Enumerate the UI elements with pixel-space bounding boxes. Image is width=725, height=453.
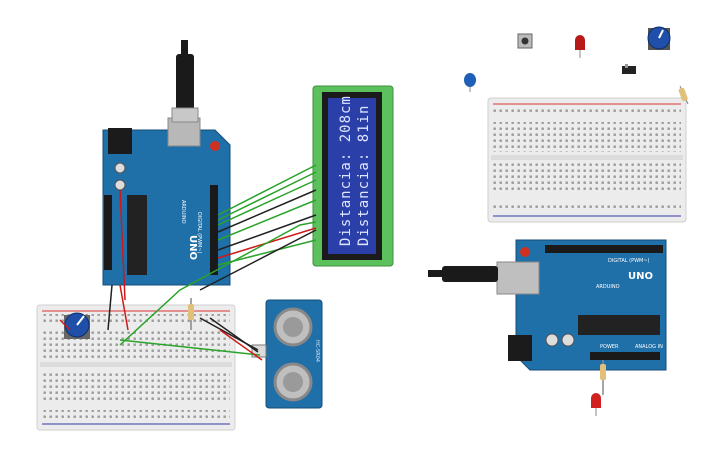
arduino-right-brand: ARDUINO xyxy=(596,284,620,290)
pushbutton-icon[interactable] xyxy=(517,33,533,49)
arduino-right-pin-label: DIGITAL (PWM~) xyxy=(608,258,650,264)
resistor-icon[interactable] xyxy=(188,298,194,330)
led-icon[interactable] xyxy=(575,35,585,58)
arduino-uno-left[interactable]: UNO DIGITAL (PWM~) ARDUINO xyxy=(102,117,231,286)
arduino-uno-right[interactable]: UNO ARDUINO DIGITAL (PWM~) POWER ANALOG … xyxy=(496,239,667,371)
lcd-display: Distancia: 208cm Distancia: 81in xyxy=(312,85,394,267)
led-icon[interactable] xyxy=(591,393,601,416)
ultrasonic-sensor[interactable]: HC-SR04 xyxy=(251,299,323,409)
potentiometer-icon[interactable] xyxy=(647,26,671,50)
resistor-icon[interactable] xyxy=(678,85,689,105)
arduino-left-pin-label: DIGITAL (PWM~) xyxy=(196,212,202,254)
usb-cable-icon[interactable] xyxy=(428,266,498,282)
capacitor-icon[interactable] xyxy=(464,73,476,92)
wires xyxy=(59,164,317,361)
sensor-label: HC-SR04 xyxy=(314,340,320,362)
arduino-left-model: UNO xyxy=(187,235,198,260)
resistor-icon[interactable] xyxy=(600,360,606,395)
slide-switch-icon[interactable] xyxy=(622,64,636,74)
potentiometer-icon[interactable] xyxy=(64,312,90,339)
lcd-line-2: Distancia: 81in xyxy=(356,105,372,246)
arduino-right-analog-label: ANALOG IN xyxy=(635,344,663,350)
arduino-right-power-label: POWER xyxy=(600,344,619,350)
breadboard-right[interactable] xyxy=(487,97,687,223)
arduino-right-model: UNO xyxy=(628,271,653,282)
arduino-left-brand: ARDUINO xyxy=(180,200,186,224)
usb-cable-icon[interactable] xyxy=(171,40,199,123)
lcd-line-1: Distancia: 208cm xyxy=(338,95,354,246)
